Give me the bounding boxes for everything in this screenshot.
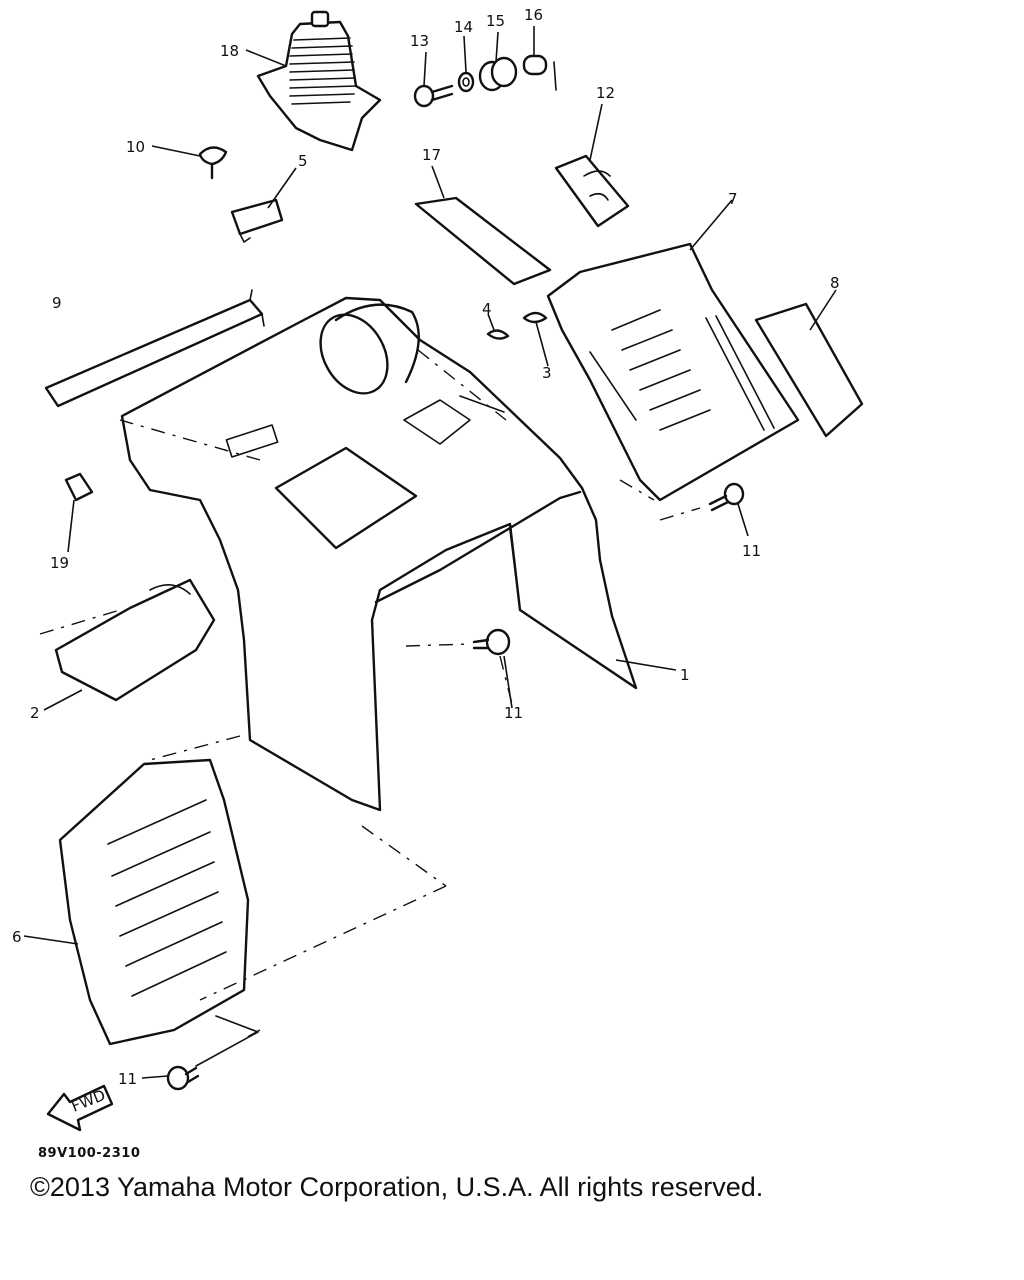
leader-lines — [23, 26, 837, 1079]
part-5-clip — [230, 198, 284, 243]
part-9-rail — [44, 289, 265, 408]
copyright-notice: ©2013 Yamaha Motor Corporation, U.S.A. A… — [30, 1172, 764, 1202]
part-8-panel-insert — [754, 302, 864, 438]
part-6-left-side-panel — [58, 758, 250, 1046]
part-7-right-side-panel — [546, 242, 800, 502]
callout-11-lower: 11 — [118, 1070, 137, 1088]
callout-13: 13 — [410, 32, 429, 50]
part-4-grommet — [486, 329, 510, 340]
fwd-arrow-icon: FWD — [46, 1084, 114, 1132]
callout-16: 16 — [524, 6, 543, 24]
part-12-latch — [554, 154, 630, 228]
assembly-lines — [39, 349, 701, 1067]
part-13-bolt — [413, 84, 454, 108]
callout-7: 7 — [728, 190, 738, 208]
part-1-front-body — [120, 296, 638, 812]
callout-5: 5 — [298, 152, 308, 170]
callout-1: 1 — [680, 666, 690, 684]
callout-12: 12 — [596, 84, 615, 102]
callout-4: 4 — [482, 300, 492, 318]
part-18-shift-boot — [256, 10, 382, 152]
part-11-bolt-right — [708, 482, 745, 512]
callout-6: 6 — [12, 928, 22, 946]
callout-17: 17 — [422, 146, 441, 164]
callout-18: 18 — [220, 42, 239, 60]
callout-11-center: 11 — [504, 704, 523, 722]
part-19-clip — [64, 472, 94, 502]
callout-9: 9 — [52, 294, 62, 312]
callout-8: 8 — [830, 274, 840, 292]
part-3-grommet — [522, 311, 548, 324]
callout-2: 2 — [30, 704, 40, 722]
callout-19: 19 — [50, 554, 69, 572]
part-16-collar — [522, 54, 557, 91]
part-11-bolt-lower — [166, 1065, 200, 1091]
part-11-bolt-center — [472, 628, 511, 656]
callout-14: 14 — [454, 18, 473, 36]
part-10-rivet — [198, 146, 228, 180]
part-2-cover — [54, 578, 216, 702]
callout-10: 10 — [126, 138, 145, 156]
callout-labels: 18 10 5 13 14 15 16 12 17 7 8 9 4 3 11 1… — [12, 6, 840, 1088]
callout-11-right: 11 — [742, 542, 761, 560]
part-17-mat — [414, 196, 552, 286]
callout-3: 3 — [542, 364, 552, 382]
part-14-washer — [457, 71, 475, 93]
diagram-code: 89V100-2310 — [38, 1146, 141, 1161]
callout-15: 15 — [486, 12, 505, 30]
part-15-bushing — [478, 56, 518, 92]
